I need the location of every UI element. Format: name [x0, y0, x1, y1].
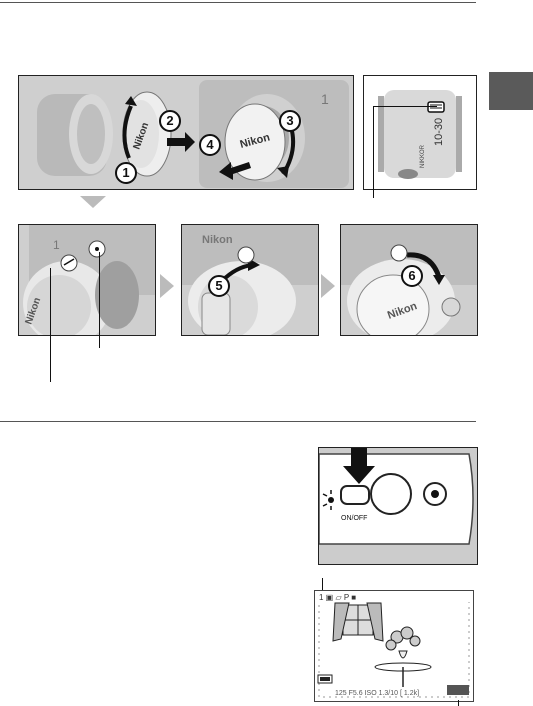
step-number-1: 1 [115, 162, 137, 184]
screen-top-indicators: 1 ▣ ▱ P ■ [319, 593, 356, 602]
lens-index-leader [50, 268, 51, 382]
camera-brand-b: Nikon [202, 234, 233, 246]
step-number-6: 6 [401, 265, 423, 287]
frame-count-leader [458, 700, 459, 706]
lens-align-illustration: Nikon 1 [18, 224, 156, 336]
monitor-screen-illustration: 1 ▣ ▱ P ■ 125 F5.6 ISO 1.3/10 [ 1.2k] [314, 590, 474, 702]
power-button-illustration: ON/OFF [318, 447, 478, 565]
screen-bottom-readout: 125 F5.6 ISO 1.3/10 [ 1.2k] [335, 690, 419, 697]
side-leader-vertical [373, 106, 374, 198]
lens-mount-index-illustration: 10-30 NIKKOR [363, 75, 477, 190]
top-rule [0, 2, 476, 3]
step-number-2: 2 [159, 110, 181, 132]
step-number-3: 3 [279, 110, 301, 132]
body-index-leader [99, 252, 100, 348]
step-number-5: 5 [208, 275, 230, 297]
step-number-4: 4 [199, 134, 221, 156]
lens-insert-illustration: Nikon 5 [181, 224, 319, 336]
chapter-tab [489, 72, 533, 110]
lens-focal-range: 10-30 [433, 118, 445, 146]
power-button-label: ON/OFF [341, 515, 367, 522]
side-leader-horizontal [373, 106, 437, 107]
camera-model-mark: 1 [321, 91, 329, 107]
next-arrow-icon-2 [321, 274, 335, 298]
lens-brand-text: NIKKOR [420, 144, 426, 168]
cap-removal-illustration: Nikon Nikon 1 1 2 3 4 [18, 75, 354, 190]
middle-rule [0, 421, 476, 422]
lens-rotate-illustration: Nikon 6 [340, 224, 478, 336]
next-arrow-icon-1 [160, 274, 174, 298]
camera-model-a: 1 [53, 238, 60, 252]
down-arrow-icon [80, 196, 106, 208]
